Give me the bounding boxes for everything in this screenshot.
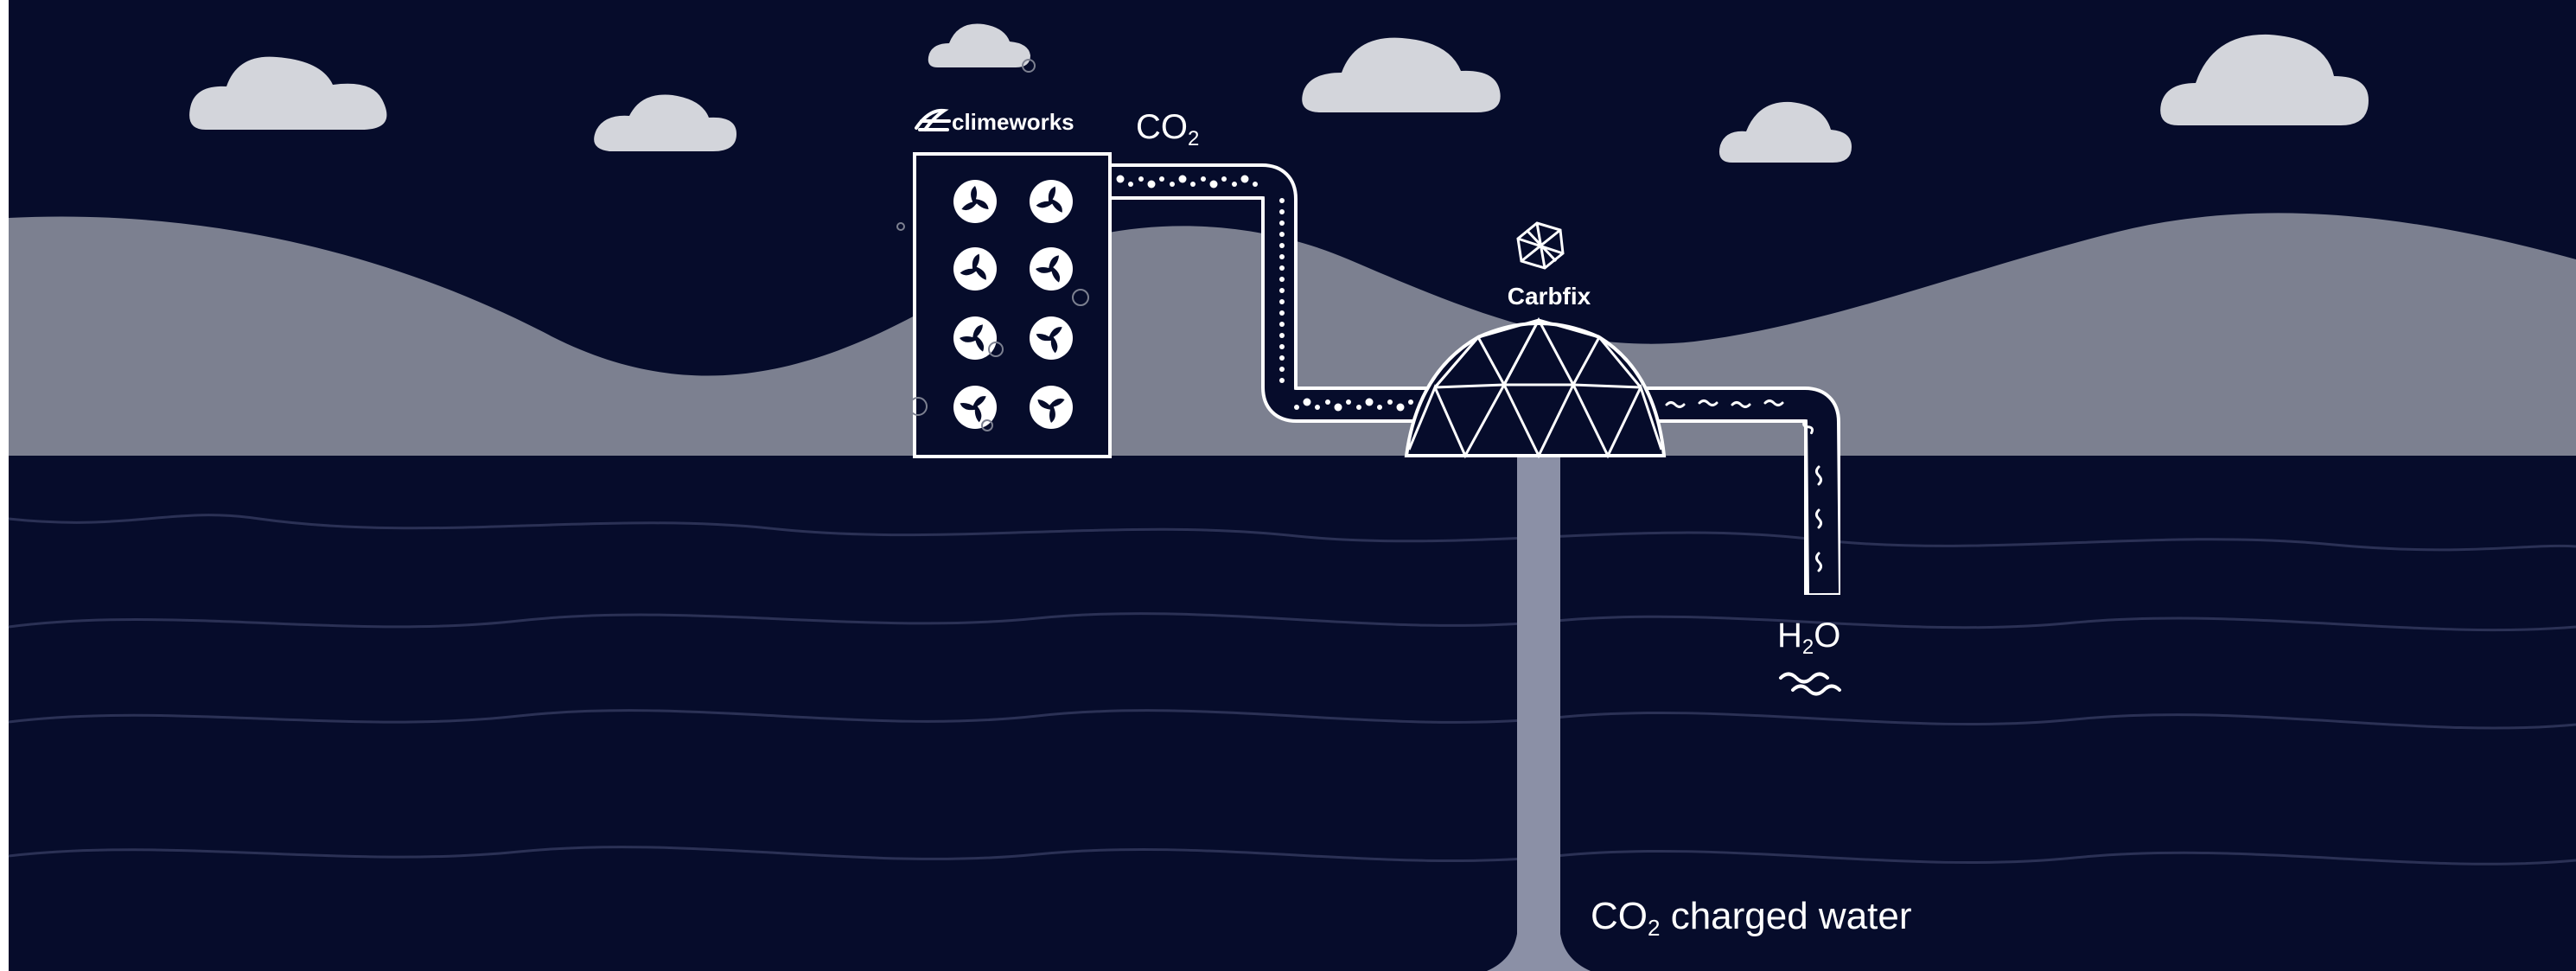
co2-particle xyxy=(1147,180,1156,188)
carbfix-dome xyxy=(1404,316,1667,459)
co2-particle xyxy=(1279,322,1285,327)
carbfix-wordmark: Carbfix xyxy=(1508,283,1591,310)
fan-icon xyxy=(953,316,997,360)
water-flow-marks xyxy=(1665,399,1822,572)
co2-particle xyxy=(1377,405,1382,410)
climeworks-logo: climeworks xyxy=(915,108,1074,135)
carbfix-logo-icon xyxy=(1516,221,1565,270)
co2-particle xyxy=(1178,175,1187,183)
capture-plant xyxy=(896,59,1180,458)
co2-particle xyxy=(1387,399,1393,405)
co2-particle xyxy=(1232,182,1237,187)
co2-particle xyxy=(1408,399,1413,405)
cloud-3 xyxy=(928,23,1030,67)
co2-particle xyxy=(1240,175,1249,183)
co2-particle xyxy=(1279,198,1285,203)
air-bubbles xyxy=(896,59,1180,431)
co2-particle xyxy=(1325,399,1330,405)
h2o-label: H2O xyxy=(1777,616,1840,659)
cloud-4 xyxy=(1302,37,1501,112)
co2-pipe-inner xyxy=(1112,167,1439,419)
carbfix-logo: Carbfix xyxy=(1508,221,1591,310)
fan-grid xyxy=(953,180,1073,429)
fan-icon xyxy=(1030,180,1073,223)
co2-particle xyxy=(1116,175,1125,183)
co2-particle xyxy=(1334,403,1342,412)
co2-particle xyxy=(1294,405,1299,410)
water-pipe-inner xyxy=(1647,390,1839,594)
co2-particle xyxy=(1279,254,1285,259)
co2-particle xyxy=(1279,310,1285,316)
co2-particle xyxy=(1303,398,1311,406)
co2-particle xyxy=(1253,182,1258,187)
fan-icon xyxy=(953,247,997,291)
co2-particle xyxy=(1356,405,1361,410)
ground xyxy=(9,456,2576,971)
climeworks-wordmark: climeworks xyxy=(952,109,1074,135)
climeworks-logo-icon xyxy=(915,108,951,131)
co2-particle xyxy=(1279,344,1285,349)
co2-particle xyxy=(1279,243,1285,248)
co2-particle xyxy=(1346,399,1351,405)
co2-particle xyxy=(1279,220,1285,226)
fan-icon xyxy=(1030,386,1073,429)
fan-icon xyxy=(953,386,997,429)
co2-particle xyxy=(1365,398,1374,406)
co2-particle xyxy=(1170,182,1175,187)
fan-icon xyxy=(1030,247,1073,291)
co2-particle xyxy=(1396,403,1405,412)
cloud-5 xyxy=(1718,101,1852,163)
co2-particle xyxy=(1279,288,1285,293)
co2-particle xyxy=(1279,232,1285,237)
charged-water-label: CO2 charged water xyxy=(1591,895,1912,941)
co2-particle xyxy=(1138,176,1144,182)
cloud-2 xyxy=(594,94,736,151)
co2-particle xyxy=(1201,176,1206,182)
clouds xyxy=(189,23,2369,163)
co2-particle xyxy=(1279,299,1285,304)
co2-particle xyxy=(1209,180,1218,188)
fan-icon xyxy=(953,180,997,223)
co2-particle xyxy=(1128,182,1133,187)
rock-strata xyxy=(8,514,2576,866)
co2-particle xyxy=(1279,333,1285,338)
cloud-6 xyxy=(2160,34,2369,125)
co2-particle xyxy=(1279,277,1285,282)
co2-particle xyxy=(1279,209,1285,214)
co2-particle xyxy=(1190,182,1196,187)
co2-label: CO2 xyxy=(1136,108,1199,150)
co2-particle xyxy=(1221,176,1227,182)
fan-icon xyxy=(1030,316,1073,360)
co2-particle xyxy=(1159,176,1164,182)
co2-particle xyxy=(1315,405,1320,410)
co2-particle xyxy=(1279,265,1285,271)
co2-particle xyxy=(1279,378,1285,383)
injection-well xyxy=(1487,456,1591,971)
cloud-1 xyxy=(189,56,387,130)
co2-particle xyxy=(1279,367,1285,372)
co2-particle xyxy=(1279,355,1285,361)
water-waves-icon xyxy=(1779,672,1841,696)
